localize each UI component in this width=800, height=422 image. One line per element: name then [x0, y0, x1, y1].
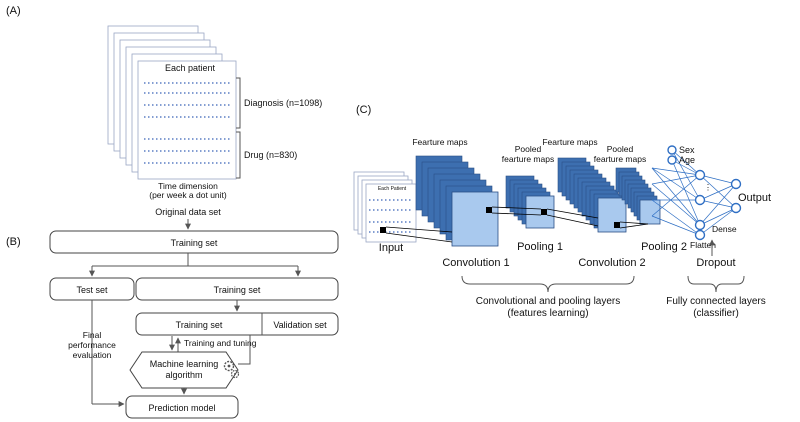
diagnosis-bracket — [236, 77, 241, 129]
each-patient-label: Each patient — [165, 63, 216, 73]
dense-network-nodes — [667, 145, 742, 241]
input-kernel — [380, 227, 386, 233]
ml-algorithm-line1: Machine learning — [150, 359, 219, 369]
fc-group-label-line2: (classifier) — [693, 308, 739, 319]
time-dimension-label: Time dimension — [158, 181, 218, 191]
final-eval-line3: evaluation — [73, 350, 112, 360]
age-label: Age — [679, 155, 695, 165]
pooled-maps-1 — [505, 175, 555, 229]
conv-group-label-line2: (features learning) — [507, 308, 588, 319]
final-eval-line2: performance — [68, 340, 116, 350]
validation-set-label: Validation set — [273, 320, 327, 330]
inner-split-box — [135, 312, 339, 336]
prediction-model-label: Prediction model — [148, 403, 215, 413]
pool1-kernel — [541, 209, 547, 215]
time-dimension-unit: (per week a dot unit) — [149, 190, 227, 200]
feature-maps-1 — [415, 155, 499, 247]
gear-icon — [223, 360, 240, 379]
patient-sheet-stack — [107, 25, 237, 180]
training-set-mid-label: Training set — [214, 285, 261, 295]
final-eval-line1: Final — [83, 330, 102, 340]
pooled-maps-2-label-line1: Pooled — [607, 144, 634, 154]
pooled-maps-2-label-line2: fearture maps — [594, 154, 646, 164]
prediction-model-box — [125, 395, 239, 419]
training-tuning-label: Training and tuning — [184, 338, 257, 348]
training-set-top-label: Training set — [171, 238, 218, 248]
panel-b-tag: (B) — [6, 236, 21, 248]
patient-sheet-front — [137, 60, 237, 180]
convolution-1-label: Convolution 1 — [442, 257, 509, 269]
feature-maps-1-label: Fearture maps — [412, 137, 467, 147]
dense-label: Dense — [712, 224, 737, 234]
input-label: Input — [379, 242, 403, 254]
conv-group-brace — [461, 275, 635, 293]
drug-bracket — [236, 131, 241, 179]
validation-feedback-line — [238, 335, 251, 365]
test-set-label: Test set — [76, 285, 108, 295]
feature-maps-2 — [557, 157, 627, 233]
input-thumbnail-stack — [353, 171, 417, 243]
sex-label: Sex — [679, 145, 695, 155]
conv-group-label-line1: Convolutional and pooling layers — [476, 296, 621, 307]
flatten-label: Flatten — [690, 240, 716, 250]
drug-label: Drug (n=830) — [244, 150, 297, 160]
pooling-2-label: Pooling 2 — [641, 241, 687, 253]
convolution-2-label: Convolution 2 — [578, 257, 645, 269]
output-label: Output — [738, 192, 771, 204]
input-thumbnail-label: Each Patient — [378, 186, 407, 192]
pooled-maps-2 — [615, 167, 661, 225]
kernel-projection-lines — [385, 206, 649, 243]
diagnosis-label: Diagnosis (n=1098) — [244, 98, 322, 108]
pooled-maps-1-label-line1: Pooled — [515, 144, 542, 154]
network-ellipsis: ⋮ — [704, 183, 712, 192]
dense-network-edges — [651, 149, 737, 236]
ml-algorithm-hexagon — [129, 351, 239, 389]
feature-maps-2-label: Fearture maps — [542, 137, 597, 147]
conv1-kernel — [486, 207, 492, 213]
pooled-maps-1-label-line2: fearture maps — [502, 154, 554, 164]
conv2-kernel — [614, 222, 620, 228]
original-data-set-label: Original data set — [155, 207, 221, 217]
fc-group-label-line1: Fully connected layers — [666, 296, 766, 307]
panel-c-tag: (C) — [356, 104, 371, 116]
dropout-label: Dropout — [696, 257, 735, 269]
ml-algorithm-line2: algorithm — [165, 370, 202, 380]
pooling-1-label: Pooling 1 — [517, 241, 563, 253]
panel-a-tag: (A) — [6, 5, 21, 17]
training-set-top-box — [49, 230, 339, 254]
training-set-inner-label: Training set — [176, 320, 223, 330]
fc-group-brace — [687, 275, 745, 293]
